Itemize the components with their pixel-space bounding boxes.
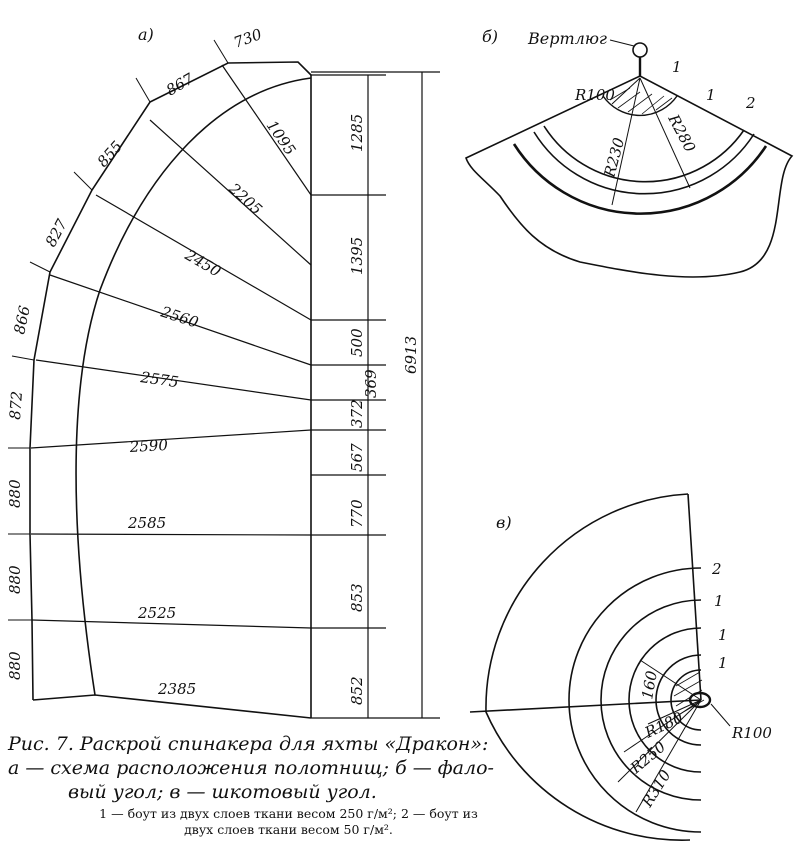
height-dim: 1395: [348, 237, 366, 275]
caption-line: Рис. 7. Раскрой спинакера для яхты «Драк…: [8, 733, 489, 755]
edge-dim: 880: [6, 651, 24, 680]
width-dims: 1095 2205 2450 2560 2575 2590 2585 2525 …: [127, 117, 299, 698]
height-dimension-column: [311, 71, 440, 719]
edge-dim-ticks: [8, 39, 229, 621]
patch-1a: [600, 599, 702, 801]
edge-dim: 880: [6, 479, 24, 508]
layer-label: 1: [718, 654, 728, 672]
caption-line: а — схема расположения полотнищ; б — фал…: [8, 757, 494, 779]
width-dim: 1095: [263, 117, 300, 159]
layer-label: 1: [672, 58, 682, 76]
width-dim: 2560: [158, 302, 201, 331]
foot-line: [32, 694, 312, 719]
edge-dim: 866: [10, 304, 34, 336]
r230-label: R230: [600, 135, 628, 180]
height-dims: 1285 1395 500 369 372 567 770 853 852 69…: [348, 114, 420, 705]
patch-1c: [655, 654, 702, 746]
panel-b-label: б): [482, 27, 498, 46]
width-dim: 2525: [137, 604, 176, 622]
width-dim: 2575: [138, 368, 179, 391]
height-dim: 853: [348, 583, 366, 612]
total-height-dim: 6913: [402, 336, 420, 374]
inner-panel-curve: [75, 77, 312, 696]
r100-label: R100: [574, 86, 615, 104]
patch-r100: [670, 669, 702, 731]
swivel-leader: [609, 39, 635, 47]
width-dim: 2590: [128, 436, 169, 456]
clew-ring-icon: [688, 691, 712, 709]
sector-left-edge: [469, 699, 702, 713]
seam-lines: [30, 64, 312, 629]
height-dim: 500: [348, 328, 366, 357]
edge-dim: 855: [94, 137, 127, 170]
layer-label: 1: [714, 592, 724, 610]
note-line: 1 — боут из двух слоев ткани весом 250 г…: [99, 806, 478, 821]
patch-r100: [602, 95, 678, 117]
figure-note: 1 — боут из двух слоев ткани весом 250 г…: [16, 806, 561, 838]
swivel-icon: [632, 42, 648, 58]
panel-a: а): [6, 25, 440, 719]
width-dim: 2450: [181, 245, 224, 280]
edge-dim: 872: [6, 390, 26, 420]
r100-label: R100: [731, 724, 772, 742]
sector-top-edge: [687, 493, 702, 701]
panel-c-dim-lines: [617, 659, 731, 813]
caption-line: вый угол; в — шкотовый угол.: [68, 781, 377, 803]
r280-label: R280: [664, 111, 699, 156]
swivel-label: Вертлюг: [527, 29, 607, 48]
panel-c-label: в): [496, 513, 512, 532]
edge-dim: 827: [42, 216, 72, 250]
layer-label: 1: [706, 86, 716, 104]
width-dim: 2205: [225, 179, 266, 219]
height-dim: 372: [348, 399, 366, 428]
head-outline: [465, 75, 794, 278]
patch-2: [568, 567, 702, 833]
layer-label: 2: [711, 560, 722, 578]
sector-outer-arc: [485, 493, 691, 841]
patch-r280: [512, 143, 768, 215]
note-line: двух слоев ткани весом 50 г/м².: [184, 822, 393, 837]
height-dim: 852: [348, 676, 366, 705]
width-dim: 2585: [127, 514, 166, 532]
height-dim: 369: [362, 369, 380, 398]
edge-dim: 880: [6, 565, 24, 594]
panel-b-labels: Вертлюг R100 R230 R280 1 1 2: [527, 29, 756, 180]
layer-label: 2: [745, 94, 756, 112]
panel-a-label: а): [138, 25, 154, 44]
r160-label: 160: [638, 669, 661, 701]
patch-1b: [628, 627, 702, 773]
height-dim: 1285: [348, 114, 366, 152]
height-dim: 567: [348, 443, 366, 472]
panel-b: б) Вертлюг R100 R230 R280 1 1: [465, 27, 794, 278]
patch-r230-inner: [533, 131, 755, 195]
width-dim: 2385: [157, 680, 196, 698]
edge-dim: 867: [163, 69, 197, 99]
patch-r230: [543, 125, 745, 183]
height-dim: 770: [348, 499, 366, 528]
layer-label: 1: [718, 626, 728, 644]
figure-caption: Рис. 7. Раскрой спинакера для яхты «Драк…: [8, 732, 568, 804]
edge-dim: 730: [231, 25, 264, 52]
